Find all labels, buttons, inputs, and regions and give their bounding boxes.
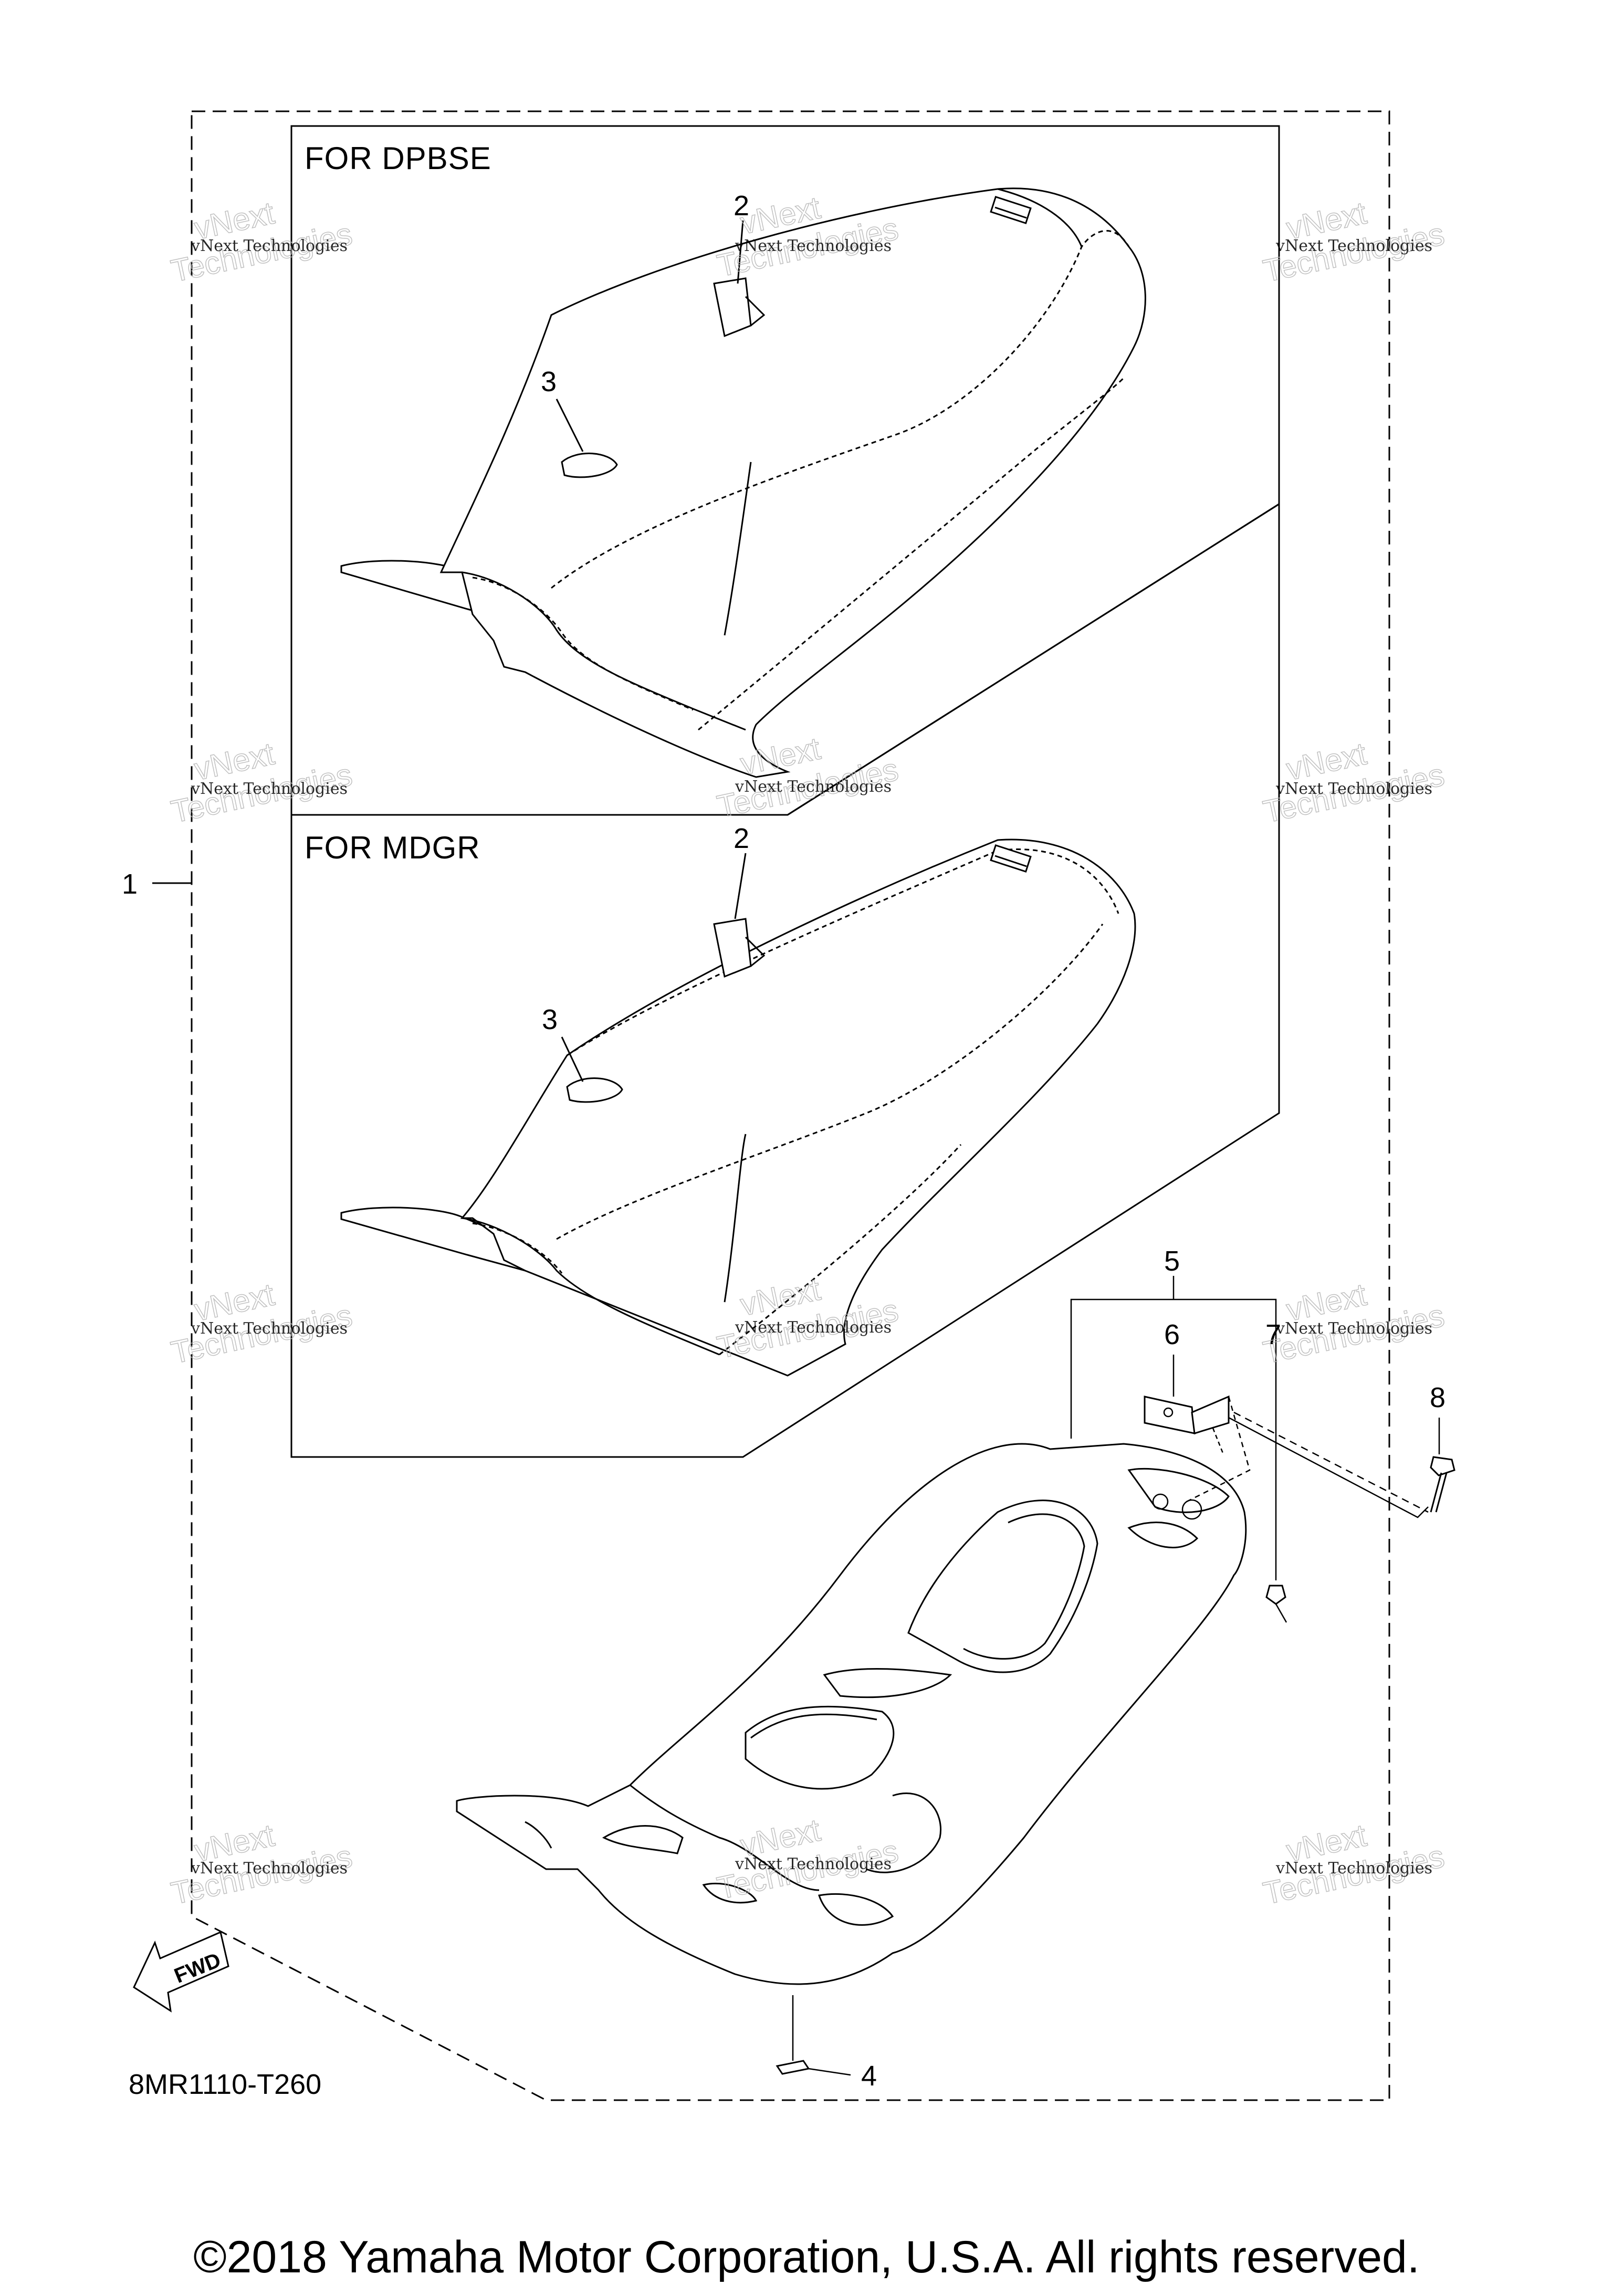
svg-text:vNext Technologies: vNext Technologies [735,1855,892,1873]
svg-text:vNext Technologies: vNext Technologies [191,780,348,798]
bolt-part-8 [1430,1456,1455,1476]
callout-7: 7 [1265,1319,1281,1350]
svg-text:vNext Technologies: vNext Technologies [735,778,892,796]
callout-2a-leader [737,220,744,284]
callout-3b: 3 [542,1004,558,1035]
svg-text:vNext Technologies: vNext Technologies [191,1859,348,1878]
svg-text:vNext Technologies: vNext Technologies [735,1318,892,1337]
svg-text:vNext Technologies: vNext Technologies [1275,237,1432,255]
callout-1: 1 [122,868,138,900]
section-title-mdgr: FOR MDGR [305,830,480,865]
svg-text:vNext Technologies: vNext Technologies [191,1319,348,1338]
svg-text:vNext Technologies: vNext Technologies [1275,1319,1432,1338]
assembly-boundary-dashed [191,110,1390,2101]
callout-3b-leader [561,1036,584,1082]
clip-part-4 [776,1995,851,2076]
bracket-part-6 [1144,1395,1230,1455]
callout-4: 4 [861,2060,877,2092]
callout-8: 8 [1430,1382,1446,1413]
svg-text:vNext Technologies: vNext Technologies [191,237,348,255]
svg-text:vNext Technologies: vNext Technologies [1275,780,1432,798]
callout-2b-leader [734,853,747,919]
callout-3a-leader [556,399,584,452]
callout-6: 6 [1164,1319,1180,1350]
callout-2a: 2 [734,190,749,222]
callout-5: 5 [1164,1245,1180,1277]
nut-part-7 [1265,1585,1286,1605]
callout-3a: 3 [541,366,557,397]
seat-base [456,1443,1247,1985]
seat-dpbse [340,187,1146,778]
seat-mdgr [340,838,1136,1377]
fwd-arrow-icon: FWD [133,1931,229,2013]
svg-text:vNext Technologies: vNext Technologies [735,237,892,255]
diagram-code: 8MR1110-T260 [129,2069,321,2100]
copyright-notice: ©2018 Yamaha Motor Corporation, U.S.A. A… [193,2232,1420,2282]
section-title-dpbse: FOR DPBSE [305,141,491,176]
svg-text:vNext Technologies: vNext Technologies [1275,1859,1432,1878]
callout-2b: 2 [734,823,749,854]
frame-mdgr [290,502,1280,1458]
